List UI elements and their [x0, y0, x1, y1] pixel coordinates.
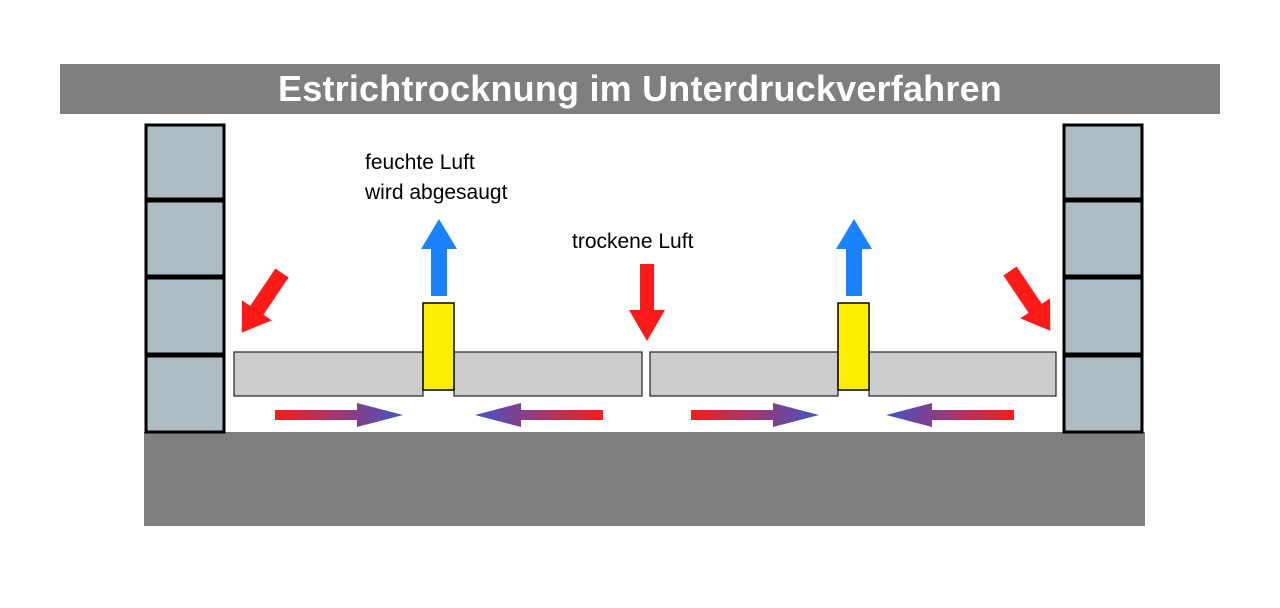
screed-panel — [453, 351, 643, 397]
moist-air-arrow-icon — [421, 219, 457, 296]
wall-block — [1062, 199, 1144, 278]
wall-block — [144, 123, 226, 201]
wall-block — [1062, 354, 1144, 434]
base-floor — [144, 432, 1145, 526]
diagram-title: Estrichtrocknung im Unterdruckverfahren — [278, 68, 1002, 109]
moist-air-label-line1: feuchte Luft — [365, 151, 475, 174]
air-flow-arrow-icon — [275, 403, 403, 427]
wall-block — [144, 354, 226, 434]
title-bar: Estrichtrocknung im Unterdruckverfahren — [60, 64, 1220, 114]
dry-air-label: trockene Luft — [572, 230, 694, 253]
dry-air-arrow-icon — [241, 268, 289, 333]
dry-air-arrow-icon — [1003, 266, 1051, 331]
air-flow-arrow-icon — [886, 403, 1014, 427]
moist-air-arrow-icon — [836, 219, 872, 296]
air-flow-arrow-icon — [475, 403, 603, 427]
left-wall — [144, 123, 226, 434]
wall-block — [1062, 123, 1144, 201]
screed-panel — [868, 351, 1057, 397]
wall-block — [144, 199, 226, 278]
extraction-nozzle — [422, 302, 455, 391]
screed-panel — [233, 351, 424, 397]
dry-air-arrow-icon — [629, 264, 665, 341]
wall-block — [144, 276, 226, 356]
moist-air-label-line2: wird abgesaugt — [365, 181, 508, 204]
wall-block — [1062, 276, 1144, 356]
extraction-nozzle — [837, 302, 870, 391]
right-wall — [1062, 123, 1144, 434]
screed-panel — [649, 351, 839, 397]
air-flow-arrow-icon — [691, 403, 819, 427]
